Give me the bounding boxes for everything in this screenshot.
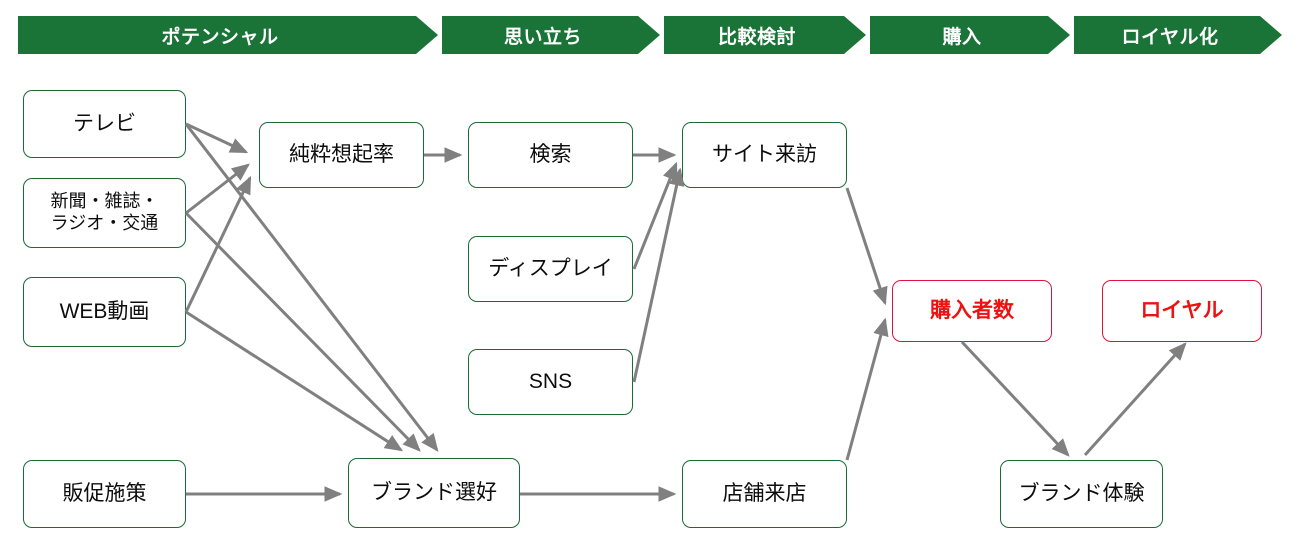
node-label-print: 新聞・雑誌・ ラジオ・交通 xyxy=(50,191,159,233)
stage-chevron-4: 購入 xyxy=(870,16,1070,54)
node-label-webvideo: WEB動画 xyxy=(59,300,150,324)
stage-chevron-2: 思い立ち xyxy=(442,16,660,54)
stage-chevron-shape xyxy=(18,16,438,54)
arrow-print-to-recall xyxy=(185,163,250,215)
arrow-print-to-brandpref xyxy=(184,211,421,452)
stage-chevron-shape xyxy=(1074,16,1282,54)
stage-chevron-label: ポテンシャル xyxy=(161,26,279,48)
stage-chevron-label: 購入 xyxy=(942,26,982,48)
node-sitevisit[interactable]: サイト来訪 xyxy=(682,122,847,188)
node-label-display: ディスプレイ xyxy=(488,257,613,281)
stage-chevron-1: ポテンシャル xyxy=(18,16,438,54)
stage-chevron-shape xyxy=(664,16,866,54)
stage-chevron-5: ロイヤル化 xyxy=(1074,16,1282,54)
arrow-webvideo-to-recall xyxy=(184,175,252,313)
stage-chevron-shape xyxy=(442,16,660,54)
node-brandexp[interactable]: ブランド体験 xyxy=(1000,460,1163,528)
node-label-sitevisit: サイト来訪 xyxy=(712,143,817,167)
arrow-storevisit-to-buyers xyxy=(845,317,889,461)
arrow-brandexp-to-loyal xyxy=(1083,342,1187,457)
arrow-sitevisit-to-buyers xyxy=(845,187,888,306)
node-label-recall: 純粋想起率 xyxy=(289,143,394,167)
arrow-tv-to-recall xyxy=(185,122,249,154)
arrow-buyers-to-brandexp xyxy=(960,340,1070,457)
node-display[interactable]: ディスプレイ xyxy=(468,236,633,302)
node-search[interactable]: 検索 xyxy=(468,122,633,188)
node-sales[interactable]: 販促施策 xyxy=(23,460,186,528)
node-label-tv: テレビ xyxy=(73,112,136,136)
node-label-storevisit: 店舗来店 xyxy=(722,482,807,506)
arrow-webvideo-to-brandpref xyxy=(185,310,404,452)
node-label-search: 検索 xyxy=(529,143,572,167)
arrow-sns-to-sitevisit xyxy=(632,167,685,383)
stage-chevron-label: 比較検討 xyxy=(717,26,796,48)
node-tv[interactable]: テレビ xyxy=(23,90,186,158)
node-print[interactable]: 新聞・雑誌・ ラジオ・交通 xyxy=(23,178,186,248)
node-label-brandpref: ブランド選好 xyxy=(371,481,497,505)
node-sns[interactable]: SNS xyxy=(468,349,633,415)
node-buyers[interactable]: 購入者数 xyxy=(892,280,1052,342)
stage-chevron-3: 比較検討 xyxy=(664,16,866,54)
node-label-loyal: ロイヤル xyxy=(1140,299,1224,323)
node-label-brandexp: ブランド体験 xyxy=(1018,482,1145,506)
node-label-sns: SNS xyxy=(528,370,573,394)
node-loyal[interactable]: ロイヤル xyxy=(1102,280,1262,342)
node-webvideo[interactable]: WEB動画 xyxy=(23,277,186,347)
node-label-sales: 販促施策 xyxy=(62,482,147,506)
stage-chevron-label: ロイヤル化 xyxy=(1121,26,1219,48)
stage-chevron-label: 思い立ち xyxy=(503,26,582,48)
stage-chevron-shape xyxy=(870,16,1070,54)
node-storevisit[interactable]: 店舗来店 xyxy=(682,460,847,528)
arrow-display-to-sitevisit xyxy=(632,161,678,270)
node-recall[interactable]: 純粋想起率 xyxy=(259,122,424,188)
node-label-buyers: 購入者数 xyxy=(930,299,1014,323)
node-brandpref[interactable]: ブランド選好 xyxy=(348,458,520,528)
